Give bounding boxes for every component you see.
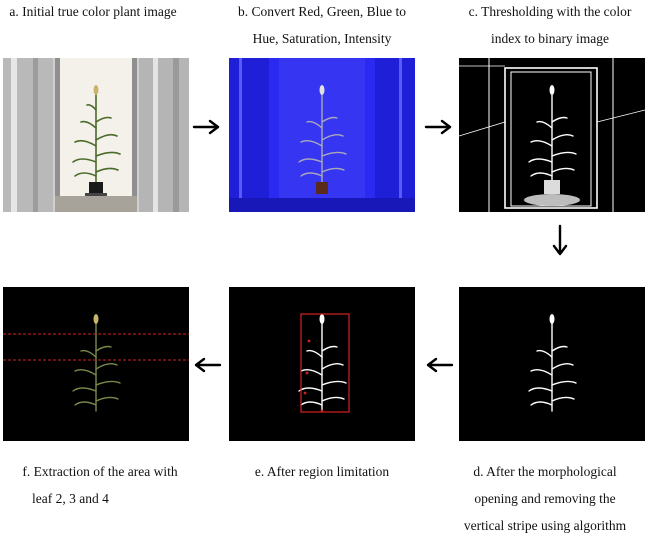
caption-d-line3: vertical stripe using algorithm [463,518,627,533]
caption-f-line2: leaf 2, 3 and 4 [32,491,109,506]
caption-a: a. Initial true color plant image [0,0,186,25]
caption-b-line2: Hue, Saturation, Intensity [252,31,392,46]
caption-b-line1: b. Convert Red, Green, Blue to [238,4,406,19]
caption-d-line2: opening and removing the [474,491,616,506]
panel-d-morphological [459,287,645,441]
caption-c: c. Thresholding with the color index to … [450,0,646,52]
panel-c-binary [459,58,645,212]
caption-c-line1: c. Thresholding with the color [468,4,632,19]
caption-a-line1: a. Initial true color plant image [9,4,177,19]
caption-c-line2: index to binary image [490,31,610,46]
caption-d-line1: d. After the morphological [473,464,617,479]
arrow-left-icon [194,357,222,373]
panel-e-region-limitation [229,287,415,441]
arrow-left-icon [426,357,454,373]
caption-d: d. After the morphological opening and r… [444,458,646,534]
panel-a-true-color [3,58,189,212]
caption-e-line1: e. After region limitation [254,464,390,479]
arrow-down-icon [552,224,568,256]
caption-e: e. After region limitation [222,458,422,485]
caption-f-line1: f. Extraction of the area with [22,464,178,479]
arrow-right-icon [192,119,220,135]
arrow-right-icon [424,119,452,135]
panel-b-hsi [229,58,415,212]
caption-b: b. Convert Red, Green, Blue to Hue, Satu… [222,0,422,52]
caption-f: f. Extraction of the area with leaf 2, 3… [0,458,200,512]
panel-f-extraction [3,287,189,441]
